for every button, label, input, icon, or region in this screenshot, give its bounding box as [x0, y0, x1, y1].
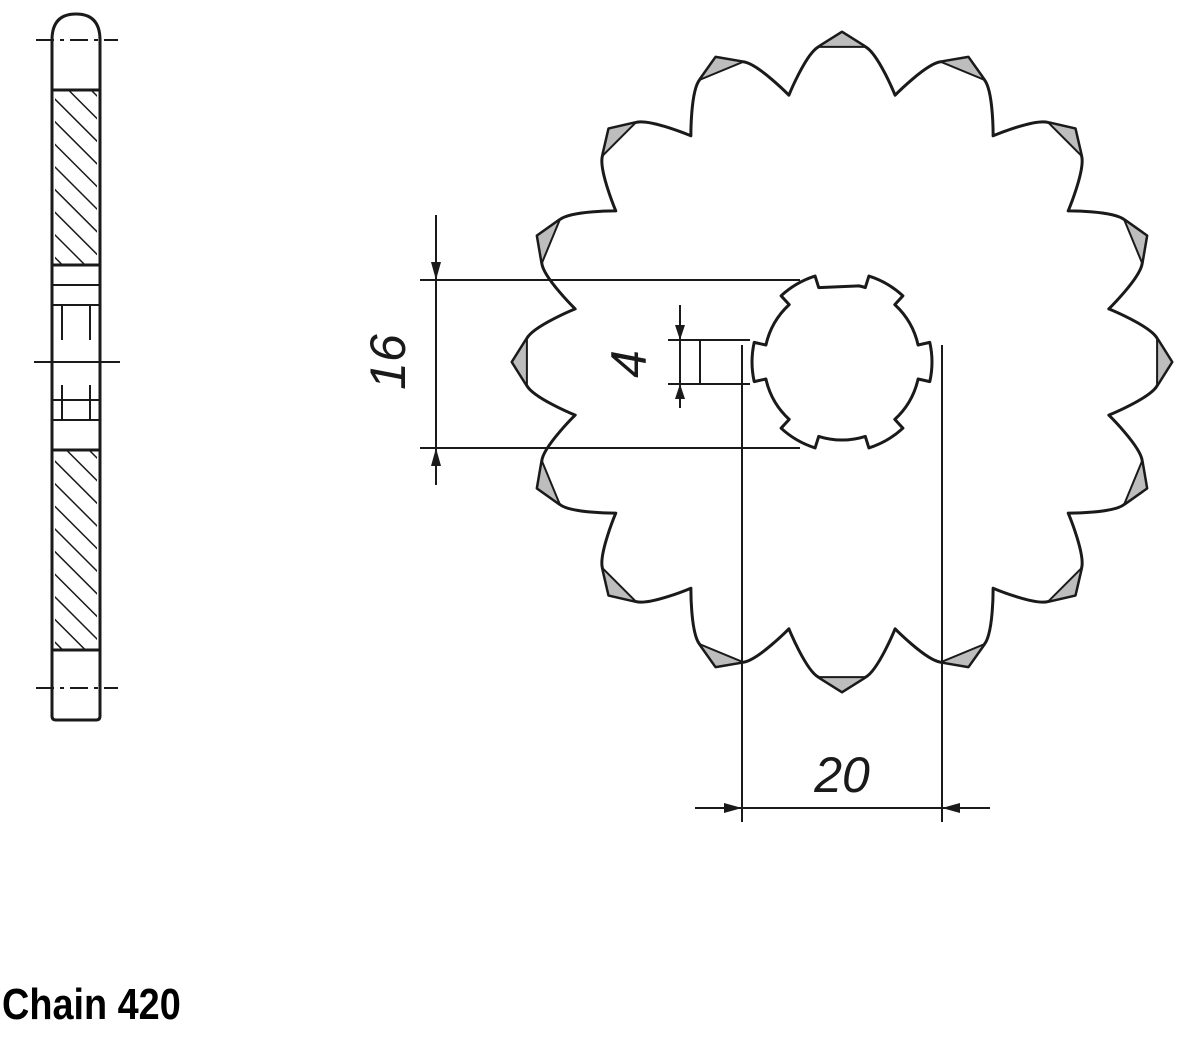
dimension-label-16: 16 — [360, 334, 416, 390]
tooth-tip — [536, 457, 563, 508]
sprocket-tooth-tips — [510, 30, 1174, 694]
spline-bore-outline — [750, 274, 934, 450]
tooth-tip — [1156, 334, 1174, 390]
side-view-hatch-lower — [55, 450, 97, 650]
tooth-tip — [1121, 457, 1148, 508]
dimension-bore-height — [420, 215, 800, 485]
side-view-hatch-upper — [55, 90, 97, 265]
tooth-tip — [814, 30, 870, 48]
tooth-tip — [696, 641, 747, 668]
tooth-tip — [1044, 564, 1084, 604]
tooth-tip — [600, 120, 640, 160]
dimension-label-4: 4 — [601, 350, 657, 378]
tooth-tip — [510, 334, 528, 390]
tooth-tip — [600, 564, 640, 604]
chain-size-caption: Chain 420 — [2, 980, 181, 1029]
tooth-tip — [937, 56, 988, 83]
tooth-tip — [1044, 120, 1084, 160]
tooth-tip — [937, 641, 988, 668]
tooth-tip — [696, 56, 747, 83]
tooth-tip — [1121, 216, 1148, 267]
tooth-tip — [814, 676, 870, 694]
side-section-view — [34, 12, 120, 722]
dimension-spline-depth — [668, 305, 750, 408]
dimension-bore-width — [695, 345, 990, 822]
dimension-label-20: 20 — [813, 747, 870, 803]
front-view: 16 4 20 — [360, 30, 1174, 822]
tooth-tip — [536, 216, 563, 267]
side-view-outline — [50, 12, 102, 722]
